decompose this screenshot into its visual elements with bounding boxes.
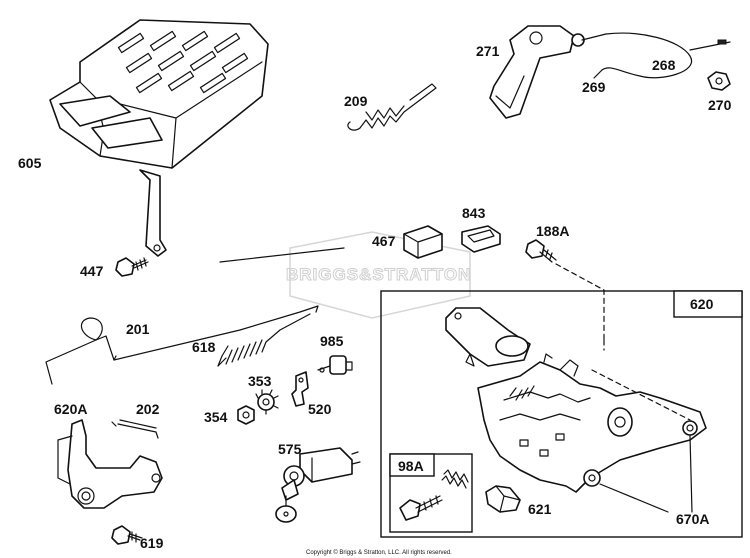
- label-354: 354: [204, 409, 228, 425]
- leader-670A-right: [689, 435, 693, 513]
- clip-202[interactable]: [111, 419, 159, 439]
- copyright-notice: Copyright © Briggs & Stratton, LLC. All …: [306, 549, 452, 556]
- leader-620-dashed: [591, 369, 691, 421]
- label-268: 268: [652, 57, 676, 73]
- link-rod-201[interactable]: [45, 247, 345, 385]
- screw-188A[interactable]: [525, 239, 557, 263]
- watermark-text: BRIGGS&STRATTON: [286, 265, 471, 284]
- boot-467[interactable]: [403, 225, 443, 259]
- label-605: 605: [18, 155, 42, 171]
- label-618: 618: [192, 339, 216, 355]
- label-619: 619: [140, 535, 164, 551]
- label-467: 467: [372, 233, 396, 249]
- nut-270[interactable]: [707, 71, 731, 91]
- key-switch-575[interactable]: [275, 447, 361, 523]
- label-353: 353: [248, 373, 272, 389]
- label-575: 575: [278, 441, 302, 457]
- cover-vent-slots: [117, 30, 249, 94]
- kit-98A-parts[interactable]: [399, 469, 469, 521]
- label-985: 985: [320, 333, 344, 349]
- leader-188A: [555, 263, 605, 341]
- terminal-621[interactable]: [485, 485, 521, 513]
- control-assembly-620[interactable]: [445, 307, 707, 493]
- watermark-logo: BRIGGS&STRATTON: [286, 231, 471, 319]
- label-620: 620: [690, 296, 714, 312]
- spring-618[interactable]: [217, 313, 311, 367]
- control-assembly-box-620: [380, 290, 743, 538]
- label-271: 271: [476, 43, 500, 59]
- control-cover-605[interactable]: [49, 19, 269, 257]
- label-447: 447: [80, 263, 104, 279]
- screw-619[interactable]: [111, 525, 143, 545]
- cable-268[interactable]: [593, 32, 731, 79]
- label-201: 201: [126, 321, 150, 337]
- lever-bracket-271[interactable]: [489, 25, 607, 119]
- label-269: 269: [582, 79, 606, 95]
- label-670A: 670A: [676, 511, 709, 527]
- label-620A: 620A: [54, 401, 87, 417]
- label-98A: 98A: [398, 458, 424, 474]
- label-843: 843: [462, 205, 486, 221]
- lock-washer-353[interactable]: [255, 389, 279, 415]
- kit-box-98A: [389, 453, 473, 533]
- label-270: 270: [708, 97, 732, 113]
- label-209: 209: [344, 93, 368, 109]
- bracket-520[interactable]: [291, 371, 309, 407]
- label-202: 202: [136, 401, 160, 417]
- screw-447[interactable]: [115, 257, 149, 277]
- label-520: 520: [308, 401, 332, 417]
- spring-clip-209[interactable]: [347, 83, 437, 131]
- nut-354[interactable]: [237, 405, 255, 425]
- label-188A: 188A: [536, 223, 569, 239]
- leader-670A: [599, 483, 669, 513]
- sleeve-843[interactable]: [461, 225, 501, 253]
- label-621: 621: [528, 501, 552, 517]
- switch-985[interactable]: [317, 355, 353, 375]
- bracket-620A[interactable]: [57, 419, 163, 509]
